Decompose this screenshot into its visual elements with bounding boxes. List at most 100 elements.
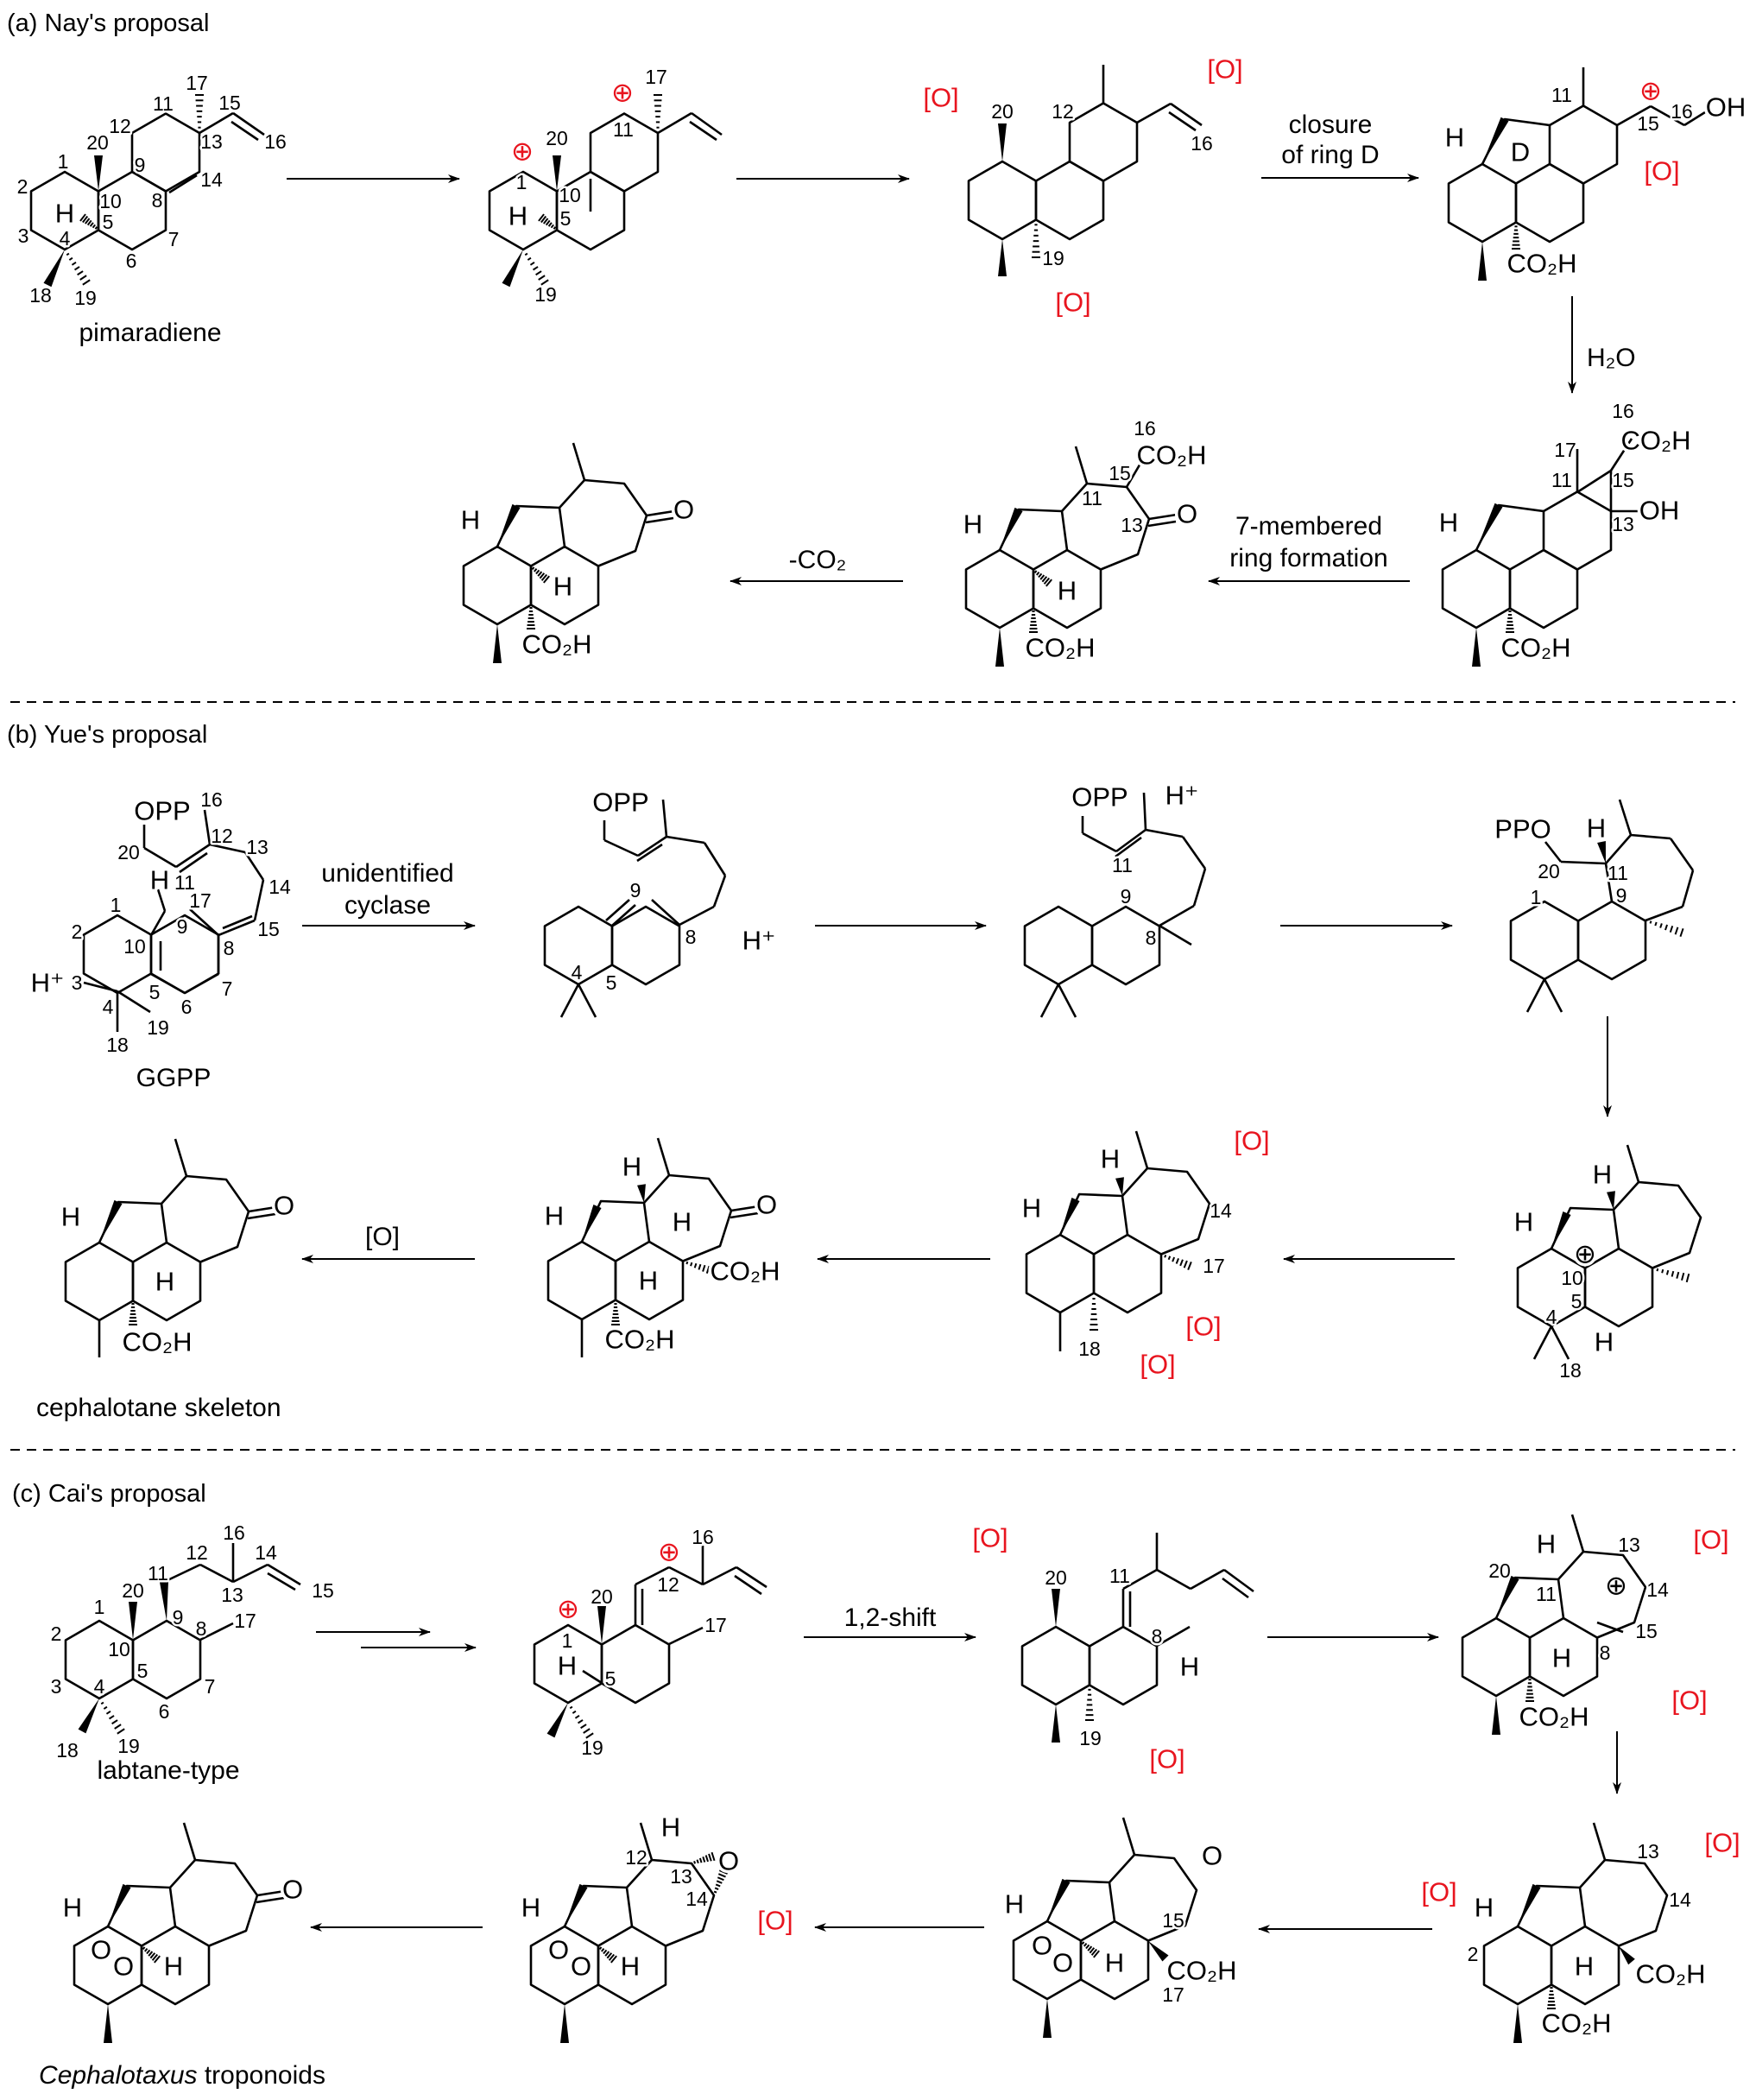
hash-bond (1676, 1271, 1680, 1279)
ring-a (1447, 162, 1518, 244)
seven-membered-ring (643, 1173, 733, 1262)
atom-label: O (274, 1191, 294, 1221)
atom-number: 20 (1488, 1559, 1511, 1582)
bond (657, 111, 692, 135)
atom-number: 17 (1203, 1255, 1225, 1277)
bond (651, 899, 680, 926)
atom-number: 20 (122, 1579, 144, 1602)
atom-label: CO₂H (522, 629, 592, 660)
reagent-ring-formation-line1: 7-membered (1235, 512, 1382, 541)
bond (668, 1626, 704, 1646)
bond (603, 838, 639, 857)
wedge-bond (99, 1199, 123, 1243)
atom-label: OH (1706, 92, 1747, 123)
oxidation-label: [O] (1207, 54, 1242, 85)
atom-label: O (113, 1951, 134, 1982)
bond (1645, 905, 1683, 922)
hash-bond (82, 215, 89, 224)
hash-bond (532, 266, 539, 271)
ring-b (1034, 160, 1105, 241)
bond (1181, 836, 1207, 870)
hash-bond (82, 279, 91, 286)
compound-name-cephalotane: cephalotane skeleton (36, 1394, 281, 1422)
atom-number: 5 (137, 1660, 148, 1682)
hash-bond (524, 252, 528, 256)
atom-number: 15 (1637, 112, 1659, 135)
reagent-closure-line2: of ring D (1281, 141, 1379, 169)
bond (635, 1566, 670, 1586)
wedge-bond (104, 2004, 112, 2043)
hash-bond (1036, 571, 1040, 576)
atom-number: 16 (1612, 400, 1634, 422)
atom-number: 15 (1162, 1909, 1184, 1932)
atom-number: 10 (99, 190, 122, 212)
hash-bond (1669, 926, 1674, 933)
atom-label: O (1032, 1931, 1052, 1961)
wedge-bond (1476, 503, 1503, 550)
atom-label: H (558, 1651, 577, 1681)
bond (1082, 832, 1117, 853)
hash-bond (77, 270, 84, 276)
hash-bond (1685, 1273, 1690, 1283)
bond (256, 1889, 286, 1897)
atom-number: 10 (108, 1638, 130, 1660)
hash-bond (543, 575, 550, 584)
oxidation-label: [O] (1234, 1126, 1269, 1156)
atom-label: O (91, 1935, 111, 1965)
ring-a (64, 1241, 135, 1322)
wedge-bond (553, 155, 561, 191)
hash-bond (717, 1873, 726, 1878)
wedge-bond (94, 155, 103, 191)
atom-label: H (1537, 1529, 1556, 1559)
bond (666, 835, 705, 844)
atom-label: H (508, 201, 527, 231)
bond (1223, 1568, 1254, 1593)
hash-bond (1172, 1256, 1176, 1262)
atom-number: 16 (1191, 132, 1213, 155)
atom-number: 8 (685, 926, 697, 948)
atom-label: H (1595, 1327, 1614, 1357)
hash-bond (68, 256, 73, 261)
seven-membered-ring (1613, 1180, 1702, 1269)
ring-c (1548, 104, 1619, 185)
wedge-bond (1513, 2004, 1522, 2043)
atom-number: 16 (692, 1526, 714, 1548)
bond (689, 120, 717, 142)
hash-bond (1093, 1950, 1100, 1958)
atom-number: 4 (103, 996, 114, 1018)
bond (168, 174, 198, 194)
hash-bond (149, 1952, 156, 1959)
atom-number: 2 (17, 175, 28, 198)
cation-charge-icon: ⊕ (557, 1594, 579, 1624)
hash-bond (92, 224, 96, 229)
hash-bond (154, 1955, 161, 1964)
atom-number: 13 (200, 130, 223, 153)
atom-number: 11 (1551, 469, 1572, 491)
hash-bond (79, 213, 86, 222)
atom-number: 17 (186, 72, 208, 94)
atom-label: PPO (1494, 814, 1551, 844)
wedge-bond (1115, 1177, 1124, 1196)
atom-label: H (1101, 1144, 1120, 1174)
hash-bond (1089, 1947, 1096, 1954)
atom-number: 11 (1536, 1583, 1557, 1605)
hash-bond (1041, 576, 1048, 583)
wedge-bond (78, 1698, 99, 1734)
atom-number: 17 (1162, 1983, 1184, 2006)
atom-number: 14 (1210, 1199, 1232, 1222)
bond (156, 889, 167, 912)
hash-bond (79, 275, 87, 281)
hash-bond (690, 1262, 693, 1267)
atom-number: 6 (159, 1700, 170, 1723)
atom-label: CO₂H (1026, 633, 1096, 663)
bond (559, 984, 580, 1018)
atom-label: O (1052, 1948, 1073, 1978)
atom-number: 16 (1671, 100, 1693, 123)
